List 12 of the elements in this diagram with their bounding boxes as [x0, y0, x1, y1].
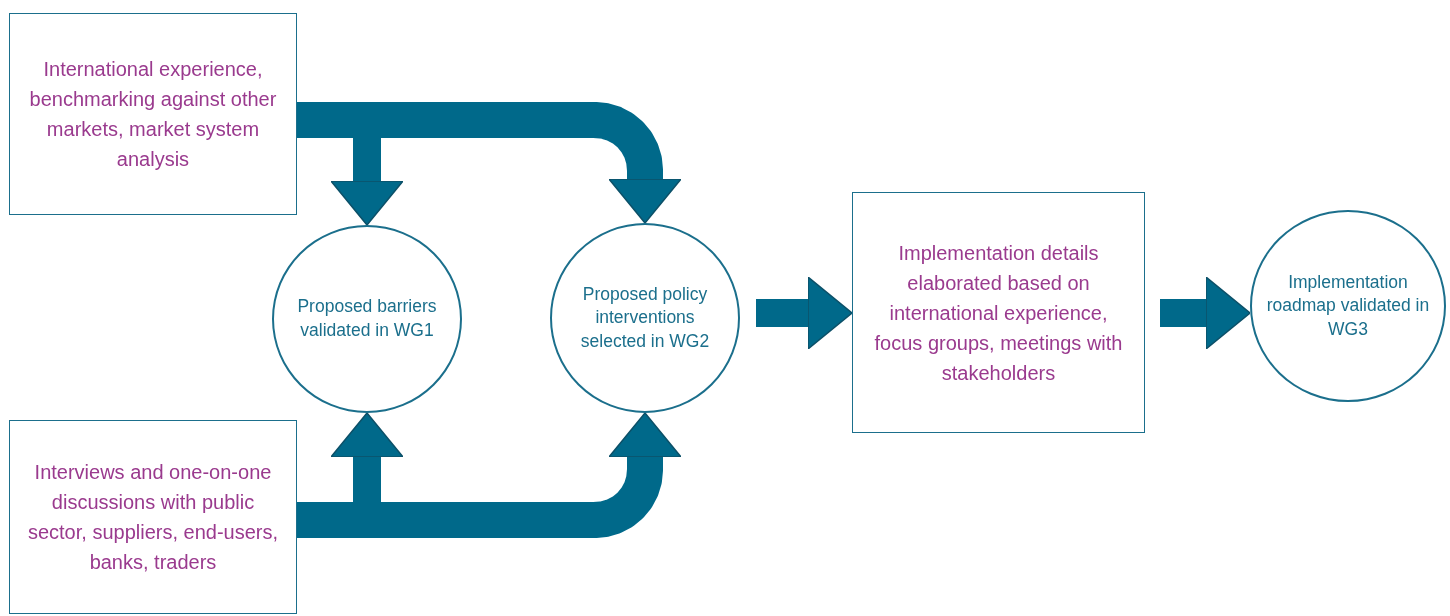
input-box	[9, 13, 297, 215]
node-text: International experience, benchmarking against other markets, market system analysis	[28, 57, 278, 172]
node-text: Implementation details elaborated based on international experience, focus groups, meetings with stakeholders	[873, 240, 1124, 386]
input-box	[9, 420, 297, 614]
block-arrow	[1160, 276, 1251, 350]
block-arrow	[297, 412, 682, 538]
node-text: Implementation roadmap validated in WG3	[1265, 270, 1431, 341]
node-text: Proposed policy interventions selected in WG2	[579, 282, 711, 353]
input-box	[852, 192, 1145, 433]
node-text: Interviews and one-on-one discussions with public sector, suppliers, end-users, banks, traders	[26, 460, 280, 575]
node-text: Proposed barriers validated in WG1	[296, 295, 438, 342]
block-arrow	[297, 102, 682, 224]
